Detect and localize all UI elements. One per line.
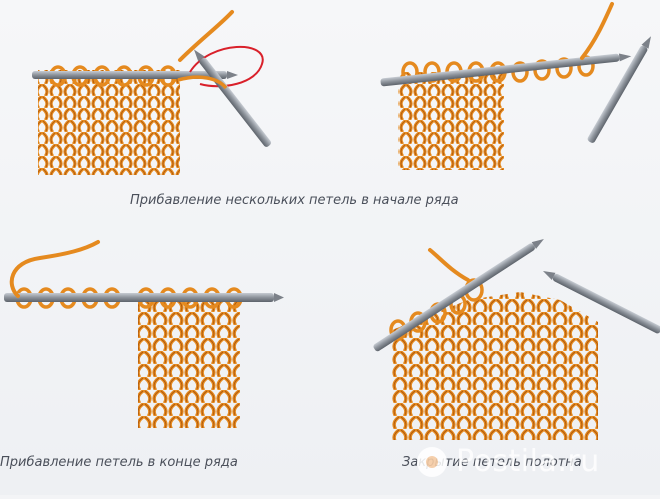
- working-yarn: [428, 248, 470, 282]
- knitting-needle: [32, 71, 227, 79]
- needle-tip: [274, 293, 284, 302]
- knitted-fabric: [398, 72, 504, 170]
- knitting-needle: [380, 53, 632, 87]
- watermark: Postila.ru: [410, 430, 660, 495]
- illustration-bottom-right: [373, 239, 660, 440]
- needle-tip: [227, 71, 238, 79]
- knitting-needle: [4, 293, 274, 302]
- knitted-fabric: [392, 292, 598, 440]
- working-yarn: [9, 240, 100, 298]
- working-yarn: [580, 2, 614, 60]
- red-thread: [189, 46, 264, 88]
- caption-bottom-left: Прибавление петель в конце ряда: [0, 455, 238, 470]
- knitting-needle: [373, 239, 544, 352]
- caption-bottom-right: Закрытие петель полотна: [402, 455, 582, 470]
- second-needle: [193, 49, 272, 147]
- illustration-top-left: [32, 10, 272, 175]
- second-needle: [587, 36, 651, 143]
- working-yarn: [178, 10, 234, 62]
- illustration-bottom-left: [4, 240, 284, 428]
- postila-logo-icon: [417, 447, 447, 477]
- knitted-fabric: [138, 296, 240, 428]
- illustration-top-right: [380, 2, 651, 170]
- watermark-text: Postila.ru: [456, 444, 600, 479]
- caption-top: Прибавление нескольких петель в начале р…: [130, 193, 459, 208]
- second-needle: [542, 270, 660, 334]
- knitted-fabric: [38, 70, 180, 175]
